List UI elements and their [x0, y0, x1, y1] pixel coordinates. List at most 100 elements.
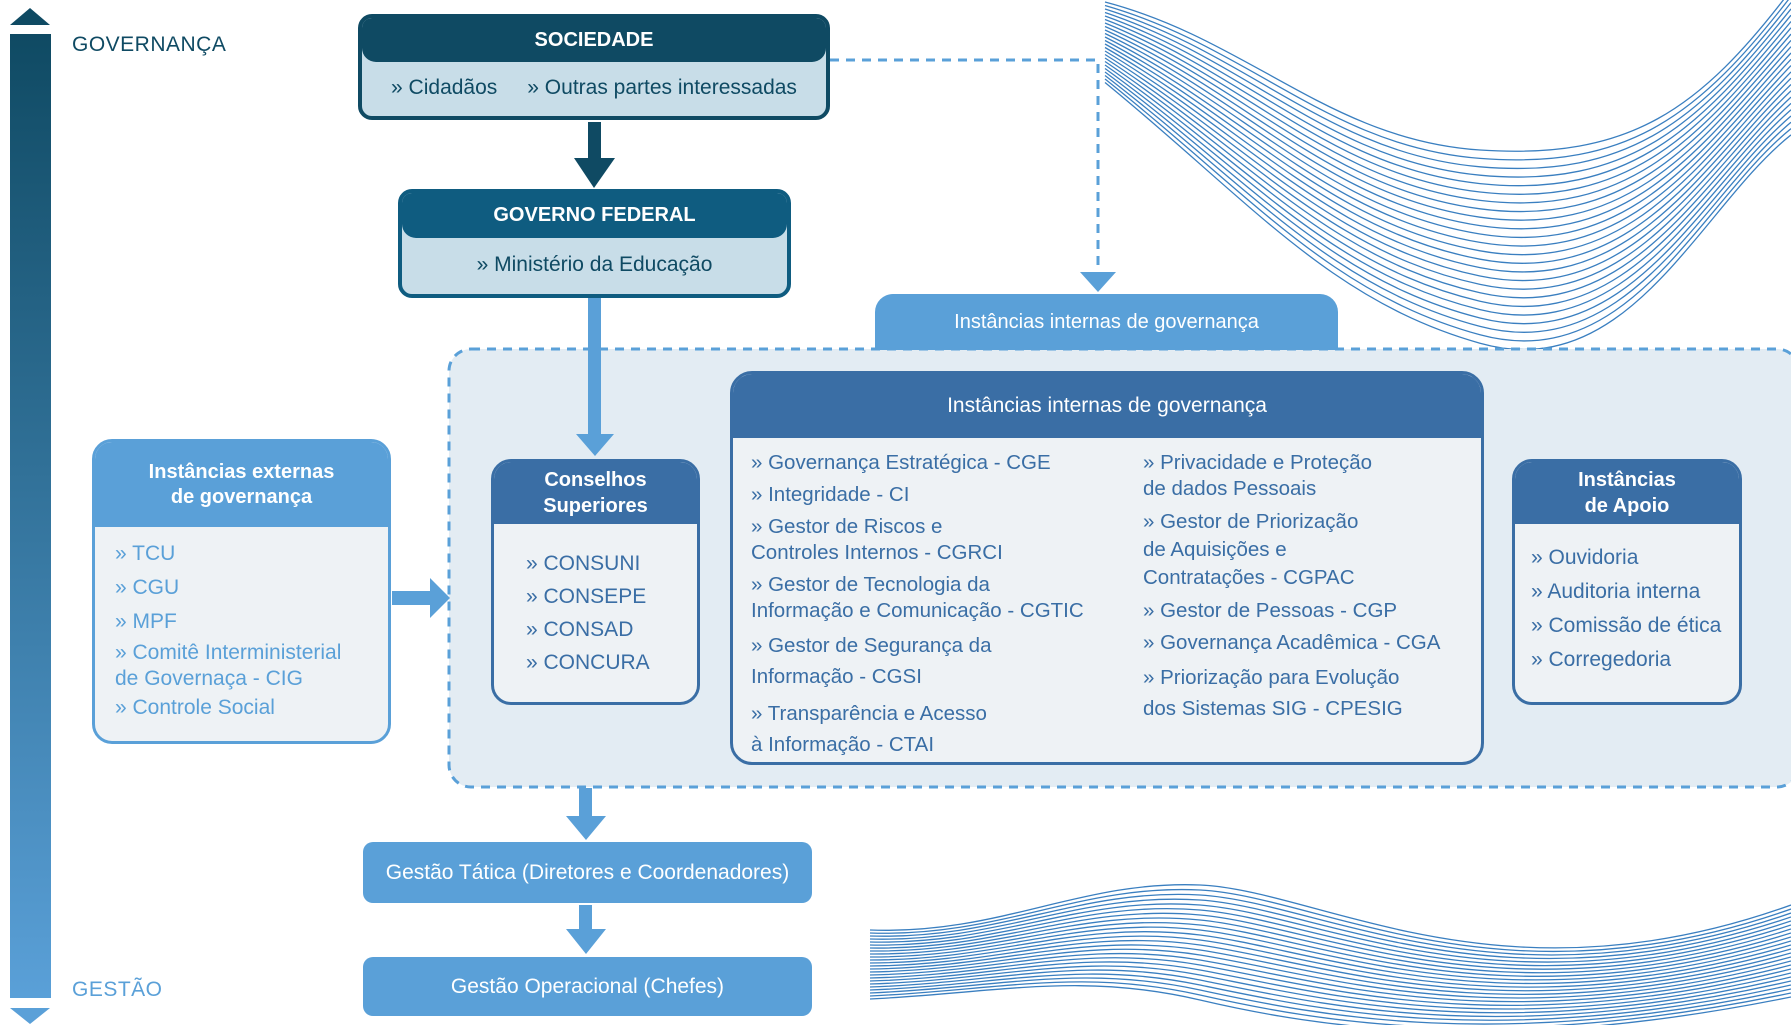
external-governance-box: Instâncias externas de governança » TCU …: [92, 439, 391, 744]
wave-line: [869, 903, 1791, 963]
external-title: Instâncias externas de governança: [95, 442, 388, 527]
list-item: » CONCURA: [526, 651, 650, 674]
list-item: » CGU: [115, 576, 180, 599]
list-item: » Ouvidoria: [1531, 546, 1639, 569]
wave-line: [869, 888, 1791, 953]
wave-line: [869, 961, 1791, 1010]
wave-line: [869, 985, 1791, 1025]
list-item: » CONSAD: [526, 618, 634, 641]
list-item: » Comitê Interministerial de Governaça -…: [115, 641, 342, 690]
internal-governance-tab: Instâncias internas de governança: [875, 294, 1338, 350]
wave-line: [1104, 22, 1791, 204]
wave-line: [1104, 2, 1791, 170]
apoio-list: » Ouvidoria » Auditoria interna » Comiss…: [1531, 546, 1739, 672]
arrow-down-icon: [576, 434, 614, 456]
connector-line: [392, 591, 432, 605]
wave-line: [869, 921, 1791, 977]
arrow-down-icon: [574, 158, 615, 188]
internal-left-list: » Governança Estratégica - CGE » Integri…: [751, 450, 1143, 760]
governo-item: » Ministério da Educação: [476, 253, 713, 276]
list-item: » CONSUNI: [526, 552, 641, 575]
arrow-right-icon: [430, 578, 450, 618]
list-item: » Gestor de Tecnologia da Informação e C…: [751, 573, 1084, 622]
connector-line: [588, 298, 601, 435]
connector-line: [579, 788, 592, 818]
wave-line: [869, 930, 1791, 985]
wave-line: [1104, 32, 1791, 230]
wave-line: [1104, 53, 1791, 282]
axis-bottom-label: GESTÃO: [72, 978, 163, 1001]
wave-line: [1104, 43, 1791, 256]
gestao-tatica-box: Gestão Tática (Diretores e Coordenadores…: [363, 842, 812, 903]
list-item: » Gestor de Priorização de Aquisições e …: [1143, 510, 1359, 589]
list-item: » Priorização para Evolução dos Sistemas…: [1143, 666, 1403, 720]
wave-line: [1104, 36, 1791, 239]
list-item: » Privacidade e Proteção de dados Pessoa…: [1143, 451, 1373, 500]
connector-line: [579, 905, 592, 931]
list-item: » Controle Social: [115, 696, 275, 719]
governance-management-axis: [10, 8, 51, 1024]
wave-line: [1104, 14, 1791, 187]
wave-line: [1104, 74, 1791, 333]
apoio-box: Instâncias de Apoio » Ouvidoria » Audito…: [1512, 459, 1742, 705]
list-item: » CONSEPE: [526, 585, 647, 608]
wave-line: [869, 884, 1791, 949]
gestao-operacional-box: Gestão Operacional (Chefes): [363, 957, 812, 1016]
wave-line: [869, 977, 1791, 1025]
wave-line: [869, 948, 1791, 999]
arrow-down-icon: [566, 816, 606, 840]
wave-line: [869, 944, 1791, 996]
internal-right-list: » Privacidade e Proteção de dados Pessoa…: [1143, 450, 1473, 760]
conselhos-superiores-box: Conselhos Superiores » CONSUNI » CONSEPE…: [491, 459, 700, 705]
internal-columns: » Governança Estratégica - CGE » Integri…: [733, 438, 1481, 760]
wave-line: [1104, 57, 1791, 290]
wave-line: [869, 952, 1791, 1003]
wave-line: [1104, 0, 1789, 161]
list-item: » Gestor de Riscos e Controles Internos …: [751, 515, 1003, 564]
connector-line: [588, 122, 601, 160]
wave-line: [1104, 67, 1791, 316]
wave-line: [869, 969, 1791, 1018]
wave-line: [1104, 0, 1785, 152]
wave-line: [1104, 64, 1791, 308]
wave-line: [1104, 25, 1791, 213]
wave-line: [1104, 29, 1791, 221]
list-item: » Gestor de Segurança da Informação - CG…: [751, 634, 992, 688]
decorative-waves-top: [1104, 0, 1791, 351]
wave-line: [869, 898, 1791, 960]
list-item: » Governança Acadêmica - CGA: [1143, 631, 1441, 654]
sociedade-title: SOCIEDADE: [362, 18, 826, 62]
conselhos-title: Conselhos Superiores: [494, 462, 697, 524]
dashed-connector: [830, 58, 1100, 272]
wave-line: [869, 912, 1791, 970]
wave-line: [1104, 71, 1791, 325]
list-item: » Integridade - CI: [751, 483, 910, 506]
wave-line: [869, 935, 1791, 988]
list-item: » TCU: [115, 542, 176, 565]
wave-line: [1104, 50, 1791, 273]
wave-line: [869, 973, 1791, 1021]
axis-arrow-up-icon: [10, 8, 50, 25]
sociedade-box: SOCIEDADE » Cidadãos » Outras partes int…: [358, 14, 830, 120]
axis-top-label: GOVERNANÇA: [72, 33, 227, 56]
list-item: » Auditoria interna: [1531, 580, 1701, 603]
wave-line: [1104, 78, 1791, 342]
list-item: » Corregedoria: [1531, 648, 1672, 671]
wave-line: [1104, 46, 1791, 264]
wave-line: [1104, 39, 1791, 247]
wave-line: [869, 939, 1791, 992]
axis-arrow-down-icon: [10, 1008, 50, 1024]
wave-line: [1104, 8, 1791, 178]
list-item: » MPF: [115, 610, 177, 633]
wave-line: [869, 917, 1791, 974]
wave-line: [869, 893, 1791, 956]
internal-governance-box: Instâncias internas de governança » Gove…: [730, 371, 1484, 765]
internal-title: Instâncias internas de governança: [733, 374, 1481, 438]
list-item: » Gestor de Pessoas - CGP: [1143, 599, 1398, 622]
wave-line: [1104, 60, 1791, 299]
list-item: » Comissão de ética: [1531, 614, 1722, 637]
wave-line: [869, 957, 1791, 1006]
arrow-down-icon: [1080, 272, 1116, 292]
external-list: » TCU » CGU » MPF » Comitê Interminister…: [115, 542, 388, 720]
conselhos-list: » CONSUNI » CONSEPE » CONSAD » CONCURA: [526, 552, 697, 675]
